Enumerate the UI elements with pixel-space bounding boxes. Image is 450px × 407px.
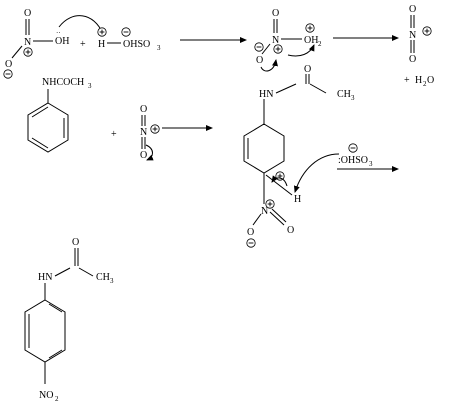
nitric-acid: O N OH ·· O [3, 8, 69, 79]
curly-arrow [271, 175, 288, 187]
nitric-o-top: O [24, 8, 31, 19]
plus-charge-icon [150, 124, 160, 134]
inter-n: N [261, 206, 268, 217]
reagent-o1: O [140, 104, 147, 115]
inter-o-right: O [287, 225, 294, 236]
water-h: H [415, 75, 422, 86]
reagent-o2: O [140, 150, 147, 161]
product-sub3: 3 [110, 277, 114, 285]
plus-charge-icon [97, 27, 107, 37]
acid-ohso: OHSO [123, 39, 150, 50]
plus-sign: + [80, 39, 86, 50]
curly-arrow [293, 153, 340, 193]
acid-sub: 3 [157, 44, 161, 52]
nitronium-o1: O [409, 4, 416, 15]
acetanilide-sub: 3 [88, 82, 92, 90]
sulfuric-acid: H OHSO 3 [97, 27, 161, 52]
curly-arrow [260, 59, 278, 72]
minus-charge-icon [121, 27, 131, 37]
nitric-oh: OH [55, 36, 69, 47]
acetanilide-label: NHCOCH [42, 77, 84, 88]
prot-n: N [272, 35, 279, 46]
plus-sign: + [111, 129, 117, 140]
inter-sub: 3 [351, 94, 355, 102]
inter-nh: HN [259, 89, 273, 100]
base-sub: 3 [369, 160, 373, 168]
sigma-complex-intermediate: HN O CH 3 H N O O [243, 64, 355, 248]
plus-charge-icon [273, 44, 283, 54]
minus-charge-icon [254, 42, 264, 52]
nitric-n: N [24, 37, 31, 48]
nitronium-n: N [409, 30, 416, 41]
base-label: :OHSO [338, 155, 368, 166]
inter-o: O [304, 64, 311, 75]
curly-arrow [287, 44, 315, 57]
inter-ch3: CH [337, 89, 351, 100]
water: + H 2 O [404, 75, 434, 88]
reagent-n: N [140, 127, 147, 138]
prot-o-left: O [256, 55, 263, 66]
lone-pair: ·· [56, 29, 61, 37]
minus-charge-icon [348, 143, 358, 153]
water-o: O [427, 75, 434, 86]
product-ch3: CH [96, 272, 110, 283]
minus-charge-icon [3, 69, 13, 79]
nitric-o-bottom: O [5, 59, 12, 70]
product-o: O [72, 237, 79, 248]
nitronium-ion-reagent: O N O [140, 104, 160, 161]
nitronium-o2: O [409, 54, 416, 65]
protonated-nitric-acid: O N OH 2 O [254, 8, 322, 66]
plus-charge-icon [422, 26, 432, 36]
curly-arrow [58, 15, 104, 35]
product-nh: HN [38, 272, 52, 283]
curly-arrow [145, 144, 154, 161]
prot-oh2: OH [304, 35, 318, 46]
product-no: NO [39, 390, 53, 401]
water-plus: + [404, 75, 410, 86]
prot-sub: 2 [318, 40, 322, 48]
acetanilide: NHCOCH 3 [27, 77, 92, 153]
prot-o-top: O [272, 8, 279, 19]
minus-charge-icon [246, 238, 256, 248]
acid-h: H [98, 39, 105, 50]
nitronium-ion-product: O N O [409, 4, 432, 65]
bisulfate-base: :OHSO 3 [338, 143, 373, 168]
inter-h: H [294, 194, 301, 205]
water-sub: 2 [423, 80, 427, 88]
inter-o-bottom: O [247, 227, 254, 238]
plus-charge-icon [265, 199, 275, 209]
p-nitroacetanilide-product: HN O CH 3 NO 2 [24, 237, 114, 403]
plus-charge-icon [305, 23, 315, 33]
plus-charge-icon [23, 47, 33, 57]
product-sub2: 2 [55, 395, 59, 403]
